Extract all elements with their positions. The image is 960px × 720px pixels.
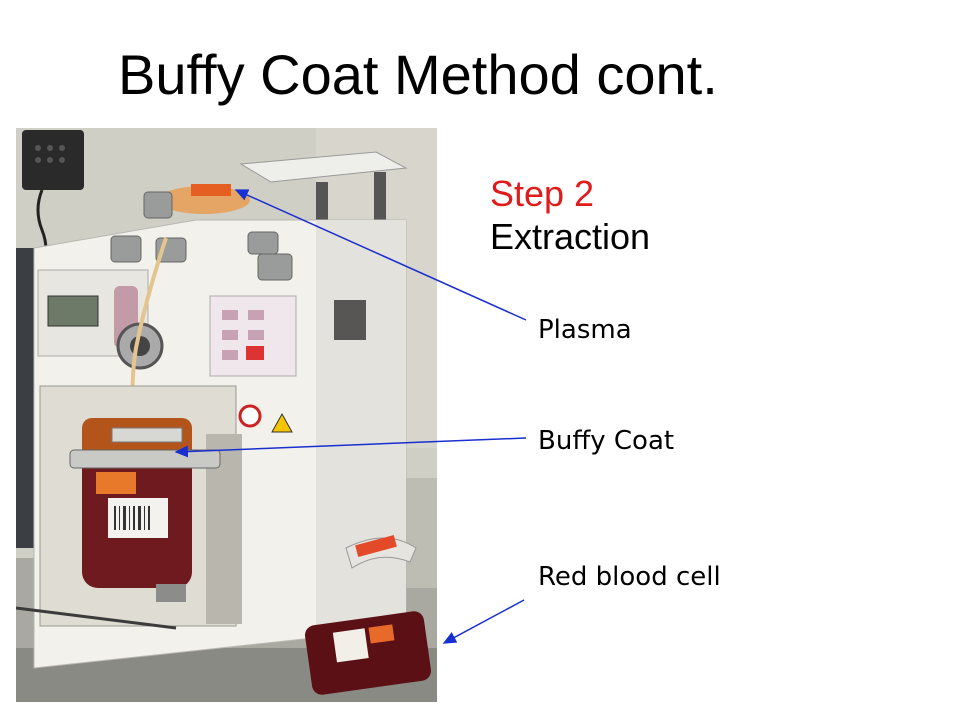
step-name: Extraction: [490, 216, 651, 258]
step-number: Step 2: [490, 173, 595, 214]
no-entry-icon: [238, 404, 262, 428]
warning-icon: [271, 412, 293, 433]
label-red-blood-cell: Red blood cell: [538, 562, 721, 592]
slide-title: Buffy Coat Method cont.: [118, 43, 718, 106]
label-plasma: Plasma: [538, 315, 632, 345]
blood-separator-photo: [16, 128, 437, 702]
lcd-display: [47, 295, 99, 327]
arrow-red-blood-cell: [442, 599, 525, 644]
step-heading: Step 2 Extraction: [490, 172, 650, 258]
label-buffy-coat: Buffy Coat: [538, 426, 675, 456]
